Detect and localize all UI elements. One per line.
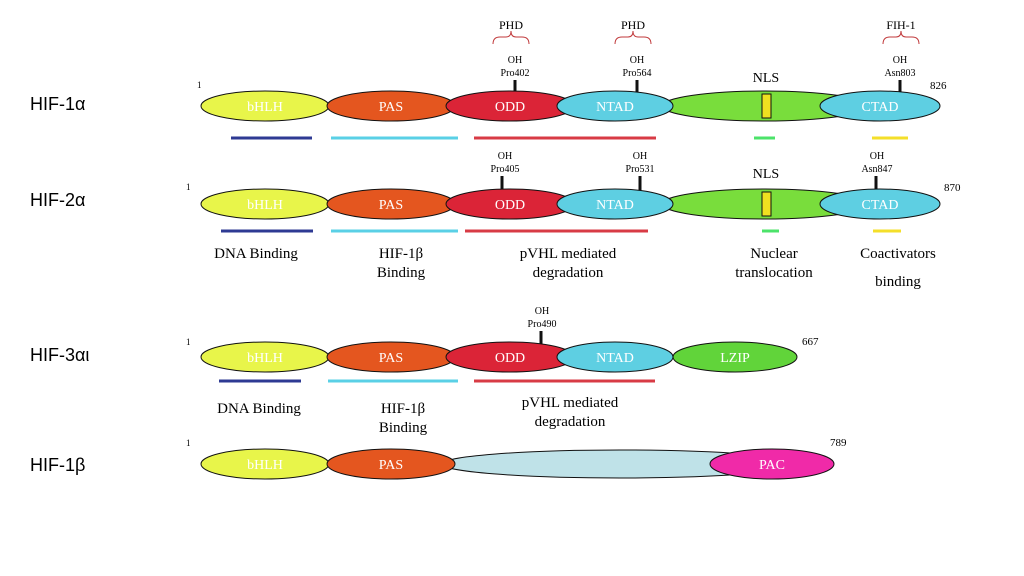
bracket	[492, 30, 530, 45]
function-label: Nuclear	[750, 246, 797, 262]
protein-name: HIF-3αι	[30, 345, 89, 365]
end-residue: 667	[802, 336, 819, 348]
domain-ctad	[819, 188, 941, 220]
protein-hif-1b: HIF-1β 1 789 bHLH PAS PAC	[30, 437, 847, 480]
domain-label: NTAD	[596, 100, 634, 115]
site-label: Pro531	[626, 164, 655, 175]
domain-ntad	[556, 188, 674, 220]
site-label: Pro405	[491, 164, 520, 175]
domain-label: NTAD	[596, 198, 634, 213]
start-residue: 1	[186, 337, 191, 347]
nls-box	[761, 191, 772, 217]
function-label: Coactivators	[860, 246, 936, 262]
domain-label: ODD	[495, 100, 525, 115]
bracket	[882, 30, 920, 45]
protein-hif-1a: HIF-1α 1 826 PHD PHD FIH-1 OH Pro402 OH …	[30, 18, 947, 140]
domain-label: bHLH	[247, 458, 283, 473]
oh-label: OH	[870, 151, 884, 162]
domain-label: bHLH	[247, 198, 283, 213]
protein-name: HIF-1β	[30, 455, 85, 475]
site-label: Pro402	[501, 68, 530, 79]
start-residue: 1	[197, 80, 202, 90]
domain-label: NLS	[753, 71, 779, 86]
end-residue: 870	[944, 182, 961, 194]
domain-ctad	[819, 90, 941, 122]
function-label: degradation	[533, 265, 604, 281]
function-label: HIF-1β	[381, 401, 425, 417]
domain-label: NTAD	[596, 351, 634, 366]
site-label: Pro564	[623, 68, 652, 79]
oh-label: OH	[498, 151, 512, 162]
site-label: Asn803	[884, 68, 915, 79]
function-label: translocation	[735, 265, 813, 281]
site-label: Pro490	[528, 319, 557, 330]
function-label: HIF-1β	[379, 246, 423, 262]
end-residue: 826	[930, 80, 947, 92]
domain-ntad	[556, 90, 674, 122]
domain-label: ODD	[495, 351, 525, 366]
domain-label: PAS	[379, 198, 403, 213]
function-label: DNA Binding	[214, 246, 298, 262]
oh-label: OH	[508, 55, 522, 66]
protein-hif-2a: HIF-2α 1 870 OH Pro405 OH Pro531 OH Asn8…	[30, 151, 961, 290]
end-residue: 789	[830, 437, 847, 449]
protein-hif-3a: HIF-3αι 1 667 OH Pro490 bHLH PAS ODD NTA…	[30, 306, 819, 436]
domain-label: bHLH	[247, 100, 283, 115]
function-label: Binding	[377, 265, 426, 281]
domain-label: LZIP	[720, 351, 750, 366]
function-label: DNA Binding	[217, 401, 301, 417]
domain-label: PAS	[379, 100, 403, 115]
domain-label: PAS	[379, 351, 403, 366]
domain-pac	[709, 448, 835, 480]
function-label: binding	[875, 274, 921, 290]
start-residue: 1	[186, 438, 191, 448]
function-label: pVHL mediated	[522, 395, 619, 411]
domain-label: NLS	[753, 167, 779, 182]
oh-label: OH	[535, 306, 549, 317]
enzyme-label-fih-1: FIH-1	[886, 18, 915, 32]
domain-label: bHLH	[247, 351, 283, 366]
domain-pas	[326, 448, 456, 480]
domain-label: CTAD	[862, 100, 899, 115]
function-label: degradation	[535, 414, 606, 430]
domain-lzip	[672, 341, 798, 373]
nls-box	[761, 93, 772, 119]
oh-label: OH	[633, 151, 647, 162]
protein-name: HIF-2α	[30, 190, 85, 210]
domain-label: PAC	[759, 458, 785, 473]
oh-label: OH	[630, 55, 644, 66]
enzyme-label-phd: PHD	[621, 18, 645, 32]
domain-label: CTAD	[862, 198, 899, 213]
oh-label: OH	[893, 55, 907, 66]
bracket	[614, 30, 652, 45]
protein-name: HIF-1α	[30, 94, 85, 114]
function-label: pVHL mediated	[520, 246, 617, 262]
enzyme-label-phd: PHD	[499, 18, 523, 32]
function-label: Binding	[379, 420, 428, 436]
start-residue: 1	[186, 182, 191, 192]
domain-label: PAS	[379, 458, 403, 473]
site-label: Asn847	[861, 164, 892, 175]
domain-label: ODD	[495, 198, 525, 213]
